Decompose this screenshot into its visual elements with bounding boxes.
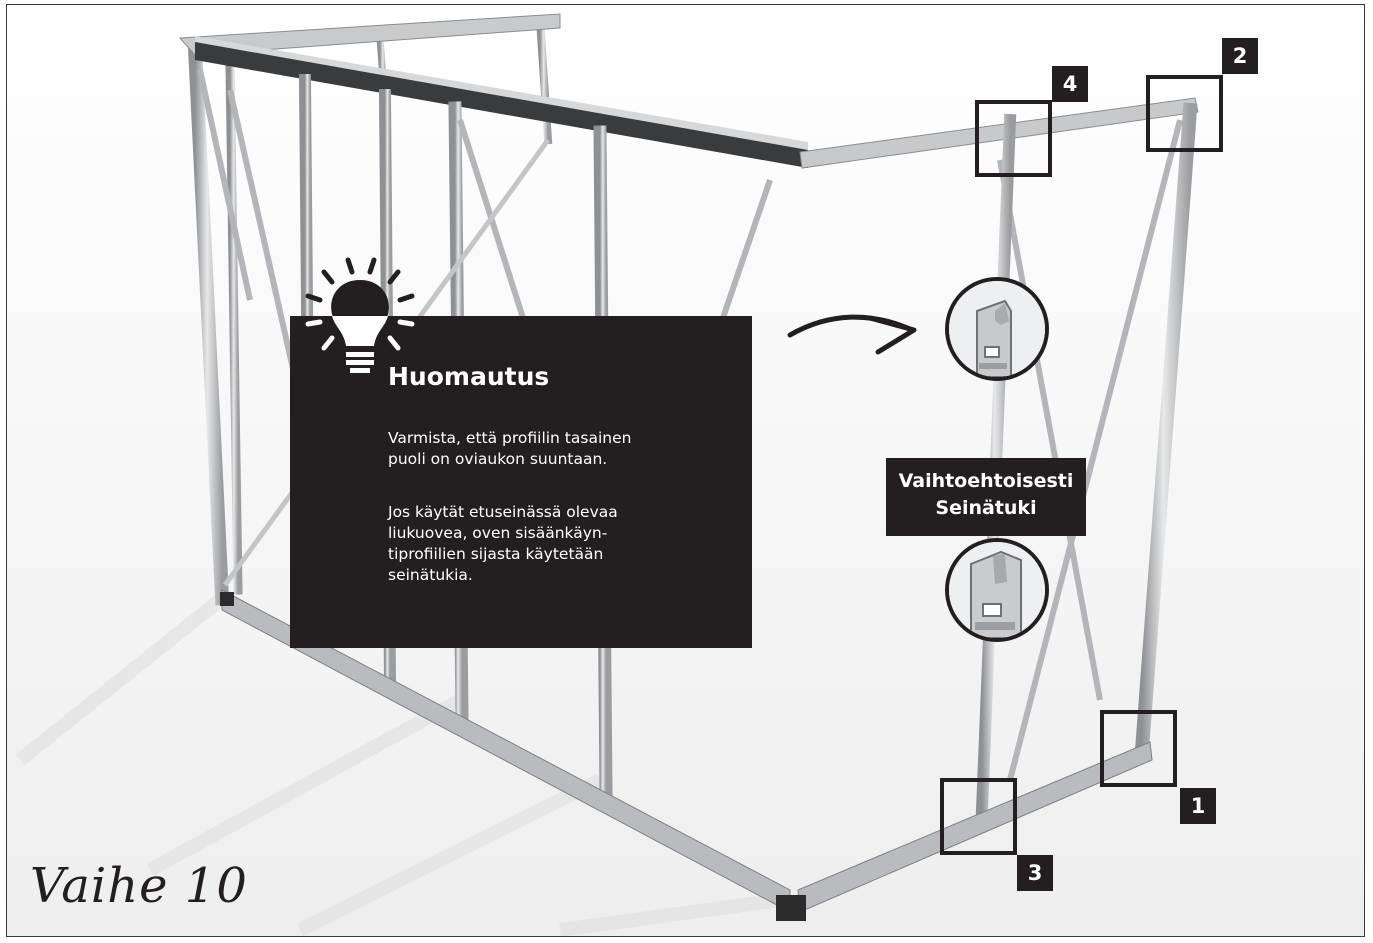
callout-number-1: 1 (1180, 788, 1216, 824)
note-title: Huomautus (388, 362, 550, 391)
callout-box-1 (1100, 710, 1177, 787)
callout-number-2: 2 (1222, 38, 1258, 74)
callout-number-4: 4 (1052, 66, 1088, 102)
step-label: Vaihe 10 (30, 858, 248, 914)
note-paragraph: Jos käytät etuseinässä olevaa liukuovea,… (388, 503, 618, 584)
wall-support-profile-icon (949, 542, 1045, 638)
callout-number-3: 3 (1017, 855, 1053, 891)
callout-box-3 (940, 778, 1017, 855)
alternative-wall-support-label: Vaihtoehtoisesti Seinätuki (886, 458, 1086, 536)
profile-detail-circle (945, 277, 1049, 381)
entrance-profile-icon (949, 281, 1045, 377)
lightbulb-icon (305, 257, 415, 373)
callout-box-2 (1146, 75, 1223, 152)
note-paragraph: Varmista, että profiilin tasainen puoli … (388, 429, 632, 468)
callout-box-4 (975, 100, 1052, 177)
page-border (6, 4, 1365, 937)
wall-support-circle (945, 538, 1049, 642)
